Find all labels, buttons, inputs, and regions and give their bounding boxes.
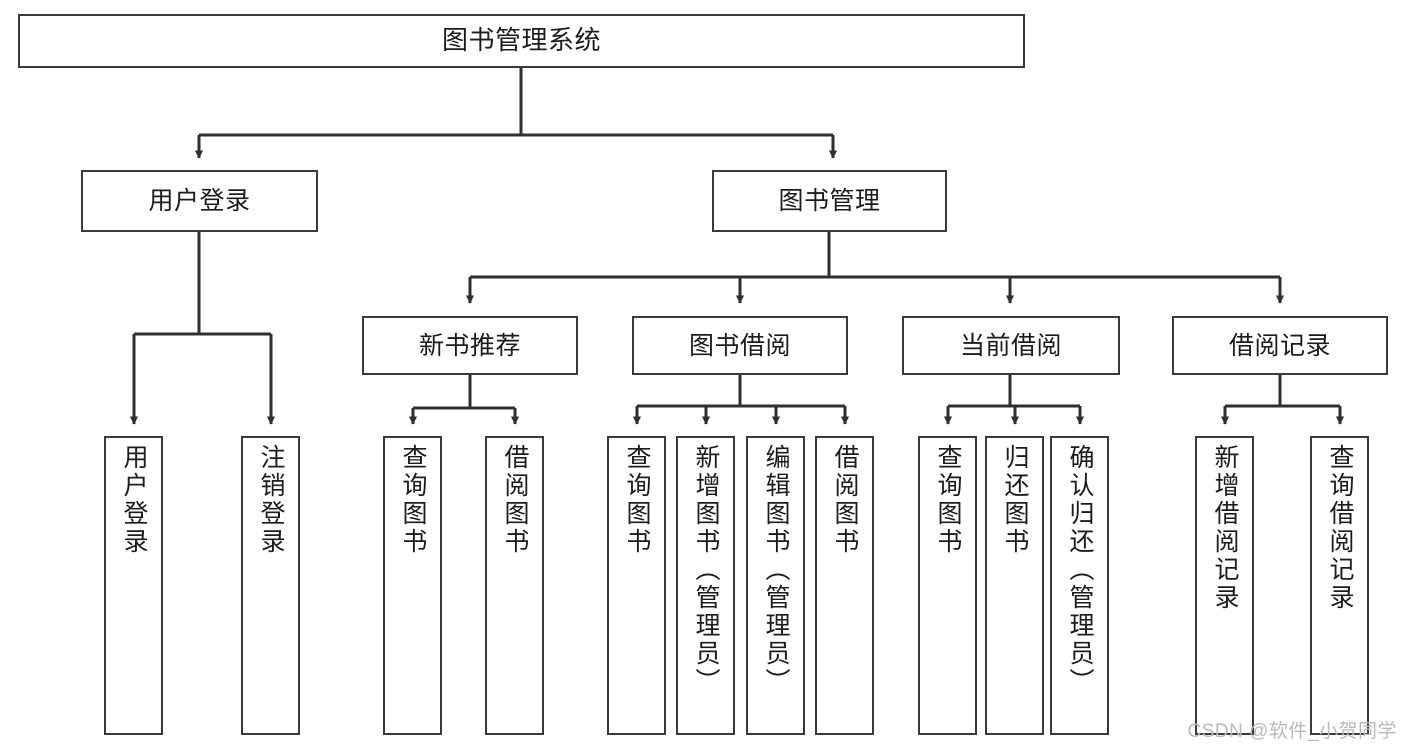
leaf-confirm-return-admin[interactable]: 确认归还（管理员） (1050, 436, 1109, 735)
node-label: 查询借阅记录 (1326, 444, 1354, 612)
node-label: 图书借阅 (688, 331, 791, 360)
node-label: 借阅图书 (501, 444, 529, 556)
node-label: 新增图书（管理员） (692, 444, 720, 696)
node-label: 用户登录 (120, 444, 148, 556)
leaf-edit-book-admin[interactable]: 编辑图书（管理员） (746, 436, 805, 735)
node-label: 当前借阅 (959, 331, 1062, 360)
leaf-query-book-borrow[interactable]: 查询图书 (607, 436, 666, 735)
leaf-query-book-recommend[interactable]: 查询图书 (383, 436, 442, 735)
csdn-watermark: CSDN @软件_小贺同学 (1187, 721, 1397, 742)
node-user-login[interactable]: 用户登录 (81, 170, 318, 232)
leaf-user-login[interactable]: 用户登录 (104, 436, 163, 735)
node-label: 新增借阅记录 (1211, 444, 1239, 612)
node-label: 查询图书 (399, 444, 427, 556)
node-book-management[interactable]: 图书管理 (712, 170, 947, 232)
node-current-borrow[interactable]: 当前借阅 (902, 316, 1120, 375)
leaf-logout-login[interactable]: 注销登录 (241, 436, 300, 735)
node-label: 借阅记录 (1228, 331, 1331, 360)
leaf-borrow-book[interactable]: 借阅图书 (815, 436, 874, 735)
node-label: 图书管理 (778, 187, 881, 215)
node-book-borrow[interactable]: 图书借阅 (632, 316, 848, 375)
node-label: 确认归还（管理员） (1066, 444, 1094, 696)
node-label: 查询图书 (934, 444, 962, 556)
leaf-return-book[interactable]: 归还图书 (985, 436, 1044, 735)
node-label: 归还图书 (1001, 444, 1029, 556)
leaf-add-borrow-record[interactable]: 新增借阅记录 (1195, 436, 1254, 735)
node-root-system[interactable]: 图书管理系统 (18, 14, 1025, 68)
node-new-book-recommend[interactable]: 新书推荐 (362, 316, 578, 375)
node-label: 查询图书 (623, 444, 651, 556)
node-label: 编辑图书（管理员） (762, 444, 790, 696)
node-label: 新书推荐 (418, 331, 521, 360)
leaf-query-book-current[interactable]: 查询图书 (918, 436, 977, 735)
leaf-query-borrow-record[interactable]: 查询借阅记录 (1310, 436, 1369, 735)
node-label: 用户登录 (148, 187, 251, 215)
node-borrow-record[interactable]: 借阅记录 (1172, 316, 1388, 375)
node-label: 借阅图书 (831, 444, 859, 556)
node-label: 注销登录 (257, 444, 285, 556)
node-label: 图书管理系统 (441, 25, 601, 56)
leaf-borrow-book-recommend[interactable]: 借阅图书 (485, 436, 544, 735)
leaf-add-book-admin[interactable]: 新增图书（管理员） (676, 436, 735, 735)
